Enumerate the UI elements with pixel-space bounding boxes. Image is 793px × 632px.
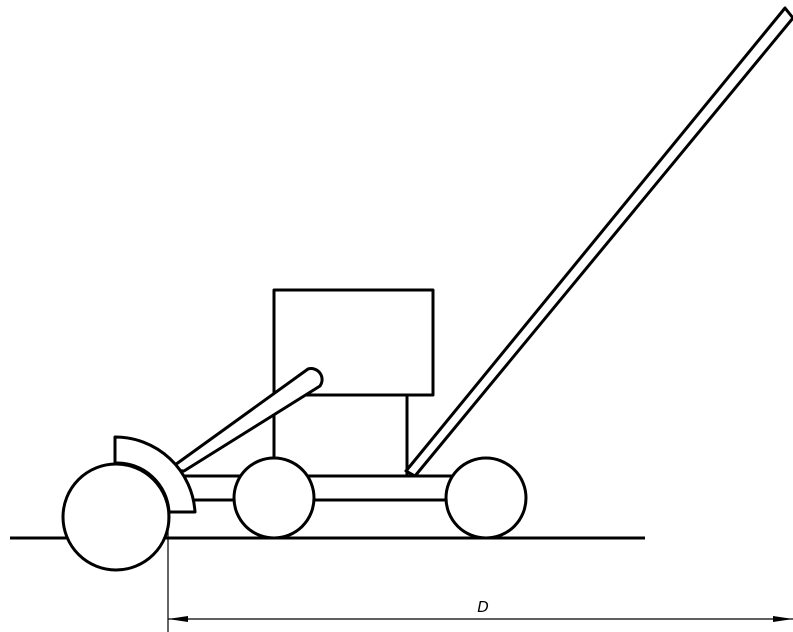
mower-handle [404, 6, 793, 478]
dimension-arrow-left [168, 616, 188, 622]
mower-deck [174, 474, 478, 502]
dimension-line [168, 616, 793, 622]
middle-wheel [232, 456, 316, 540]
dimension-label: D [477, 598, 489, 616]
discharge-chute [166, 367, 324, 473]
front-wheel [61, 462, 171, 572]
dimension-arrow-right [773, 616, 793, 622]
rear-wheel [444, 456, 528, 540]
